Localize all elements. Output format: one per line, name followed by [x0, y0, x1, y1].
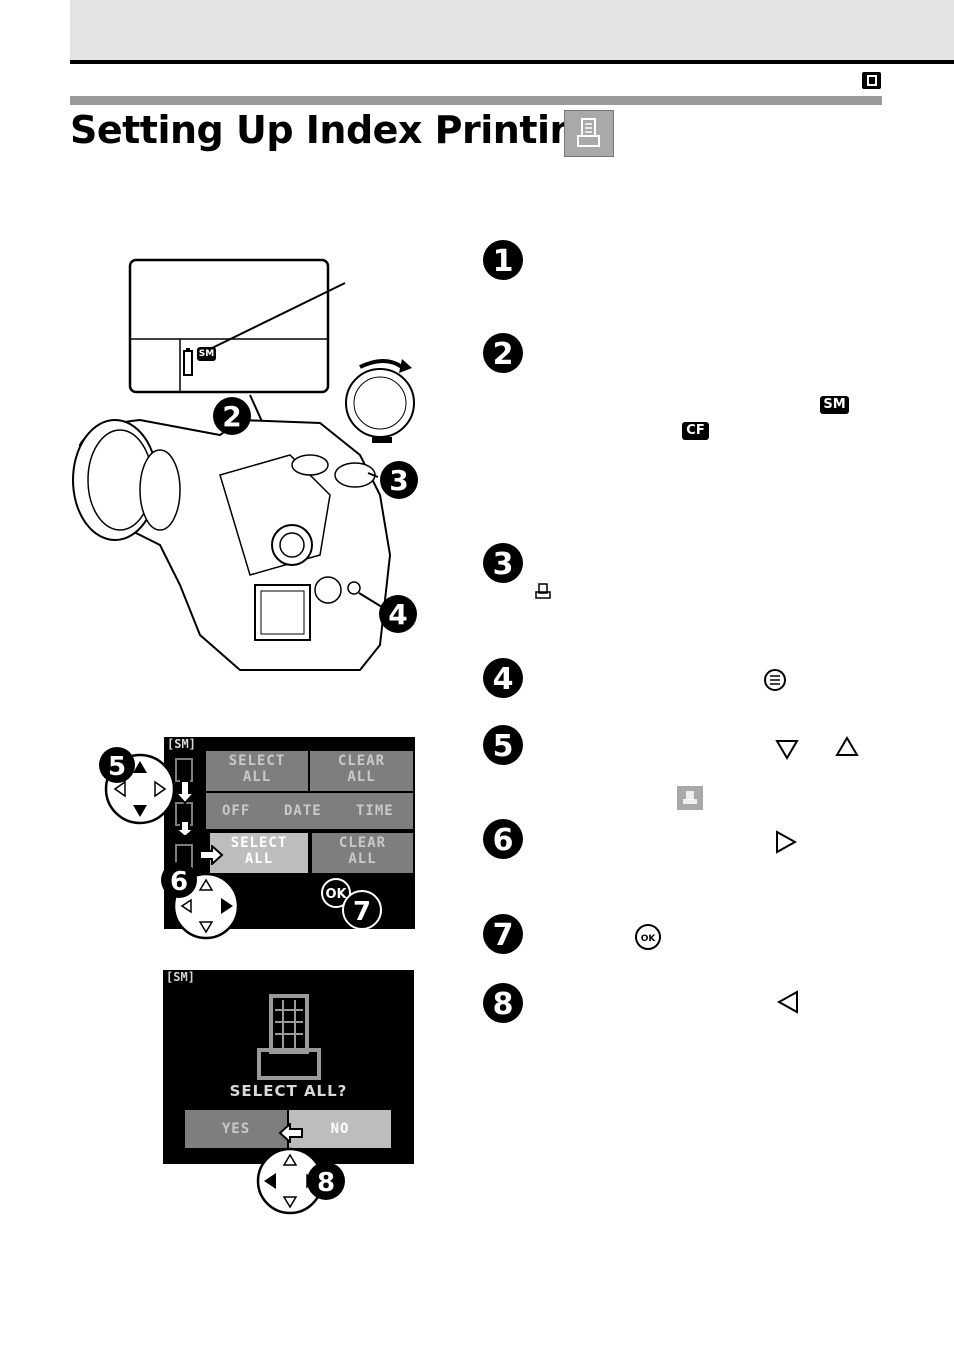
lcd-header-2: [SM]: [166, 970, 195, 984]
up-arrow-icon: [835, 736, 859, 756]
menu-clear-all-1[interactable]: CLEAR ALL: [310, 751, 413, 791]
index-frame-icon: [677, 786, 703, 810]
camera-illustration: [72, 258, 415, 671]
arrow-right-hint: [199, 845, 224, 865]
svg-text:3: 3: [493, 547, 514, 582]
left-arrow-icon: [776, 990, 798, 1014]
index-print-icon: [564, 110, 614, 157]
svg-text:5: 5: [108, 752, 126, 782]
cf-badge-inline: CF: [682, 422, 709, 440]
svg-text:6: 6: [170, 867, 188, 897]
step-1-number: 1: [483, 240, 523, 280]
svg-text:3: 3: [389, 464, 408, 497]
step-5-number: 5: [483, 725, 523, 765]
ok-button-icon: OK: [635, 924, 661, 950]
ok-callout-step-7: OK 7: [321, 878, 382, 930]
svg-text:7: 7: [353, 897, 371, 927]
arrow-left-hint: [278, 1123, 303, 1143]
dpad-step-8: 8: [256, 1147, 345, 1215]
callout-step-2: 2: [213, 397, 251, 435]
svg-text:OK: OK: [325, 887, 347, 902]
callout-step-4: 4: [379, 595, 417, 633]
sm-card-badge: SM: [197, 347, 216, 361]
section-rule: [70, 96, 882, 105]
menu-date-row: OFF DATE TIME: [206, 793, 413, 829]
menu-button-icon: [764, 669, 786, 691]
step-8-number: 8: [483, 983, 523, 1023]
svg-text:7: 7: [493, 918, 514, 953]
svg-text:1: 1: [493, 244, 514, 279]
print-icon-inline: [535, 583, 551, 599]
step-6-number: 6: [483, 819, 523, 859]
svg-text:2: 2: [222, 400, 241, 433]
svg-text:2: 2: [493, 337, 514, 372]
header-rule: [70, 60, 954, 64]
menu-time[interactable]: TIME: [356, 803, 394, 819]
right-arrow-icon: [776, 830, 798, 854]
menu-clear-all-2[interactable]: CLEAR ALL: [312, 833, 413, 873]
step-2-number: 2: [483, 333, 523, 373]
confirm-question: SELECT ALL?: [229, 1082, 348, 1100]
step-3-number: 3: [483, 543, 523, 583]
svg-text:8: 8: [493, 987, 514, 1022]
confirm-no-button[interactable]: NO: [289, 1110, 391, 1148]
dpad-step-6: 6: [161, 862, 240, 940]
svg-text:OK: OK: [641, 934, 657, 944]
callout-step-3: 3: [380, 461, 418, 499]
menu-select-all-1[interactable]: SELECT ALL: [206, 751, 308, 791]
step-4-number: 4: [483, 658, 523, 698]
print-mode-icon: [862, 72, 881, 89]
svg-text:4: 4: [388, 598, 407, 631]
down-arrow-icon: [775, 740, 799, 760]
svg-text:5: 5: [493, 729, 514, 764]
index-sheet-icon: [257, 994, 321, 1080]
menu-date[interactable]: DATE: [284, 803, 322, 819]
step-7-number: 7: [483, 914, 523, 954]
menu-off[interactable]: OFF: [222, 803, 251, 819]
confirm-yes-button[interactable]: YES: [185, 1110, 287, 1148]
svg-text:6: 6: [493, 823, 514, 858]
svg-text:8: 8: [317, 1168, 335, 1198]
lcd-header: [SM]: [167, 737, 196, 751]
svg-text:4: 4: [493, 662, 514, 697]
page-title: Setting Up Index Printing: [70, 108, 603, 152]
menu-select-all-2[interactable]: SELECT ALL: [210, 833, 308, 873]
header-band: [70, 0, 954, 60]
sm-badge-inline: SM: [820, 396, 849, 414]
dpad-step-5: 5: [99, 747, 197, 835]
